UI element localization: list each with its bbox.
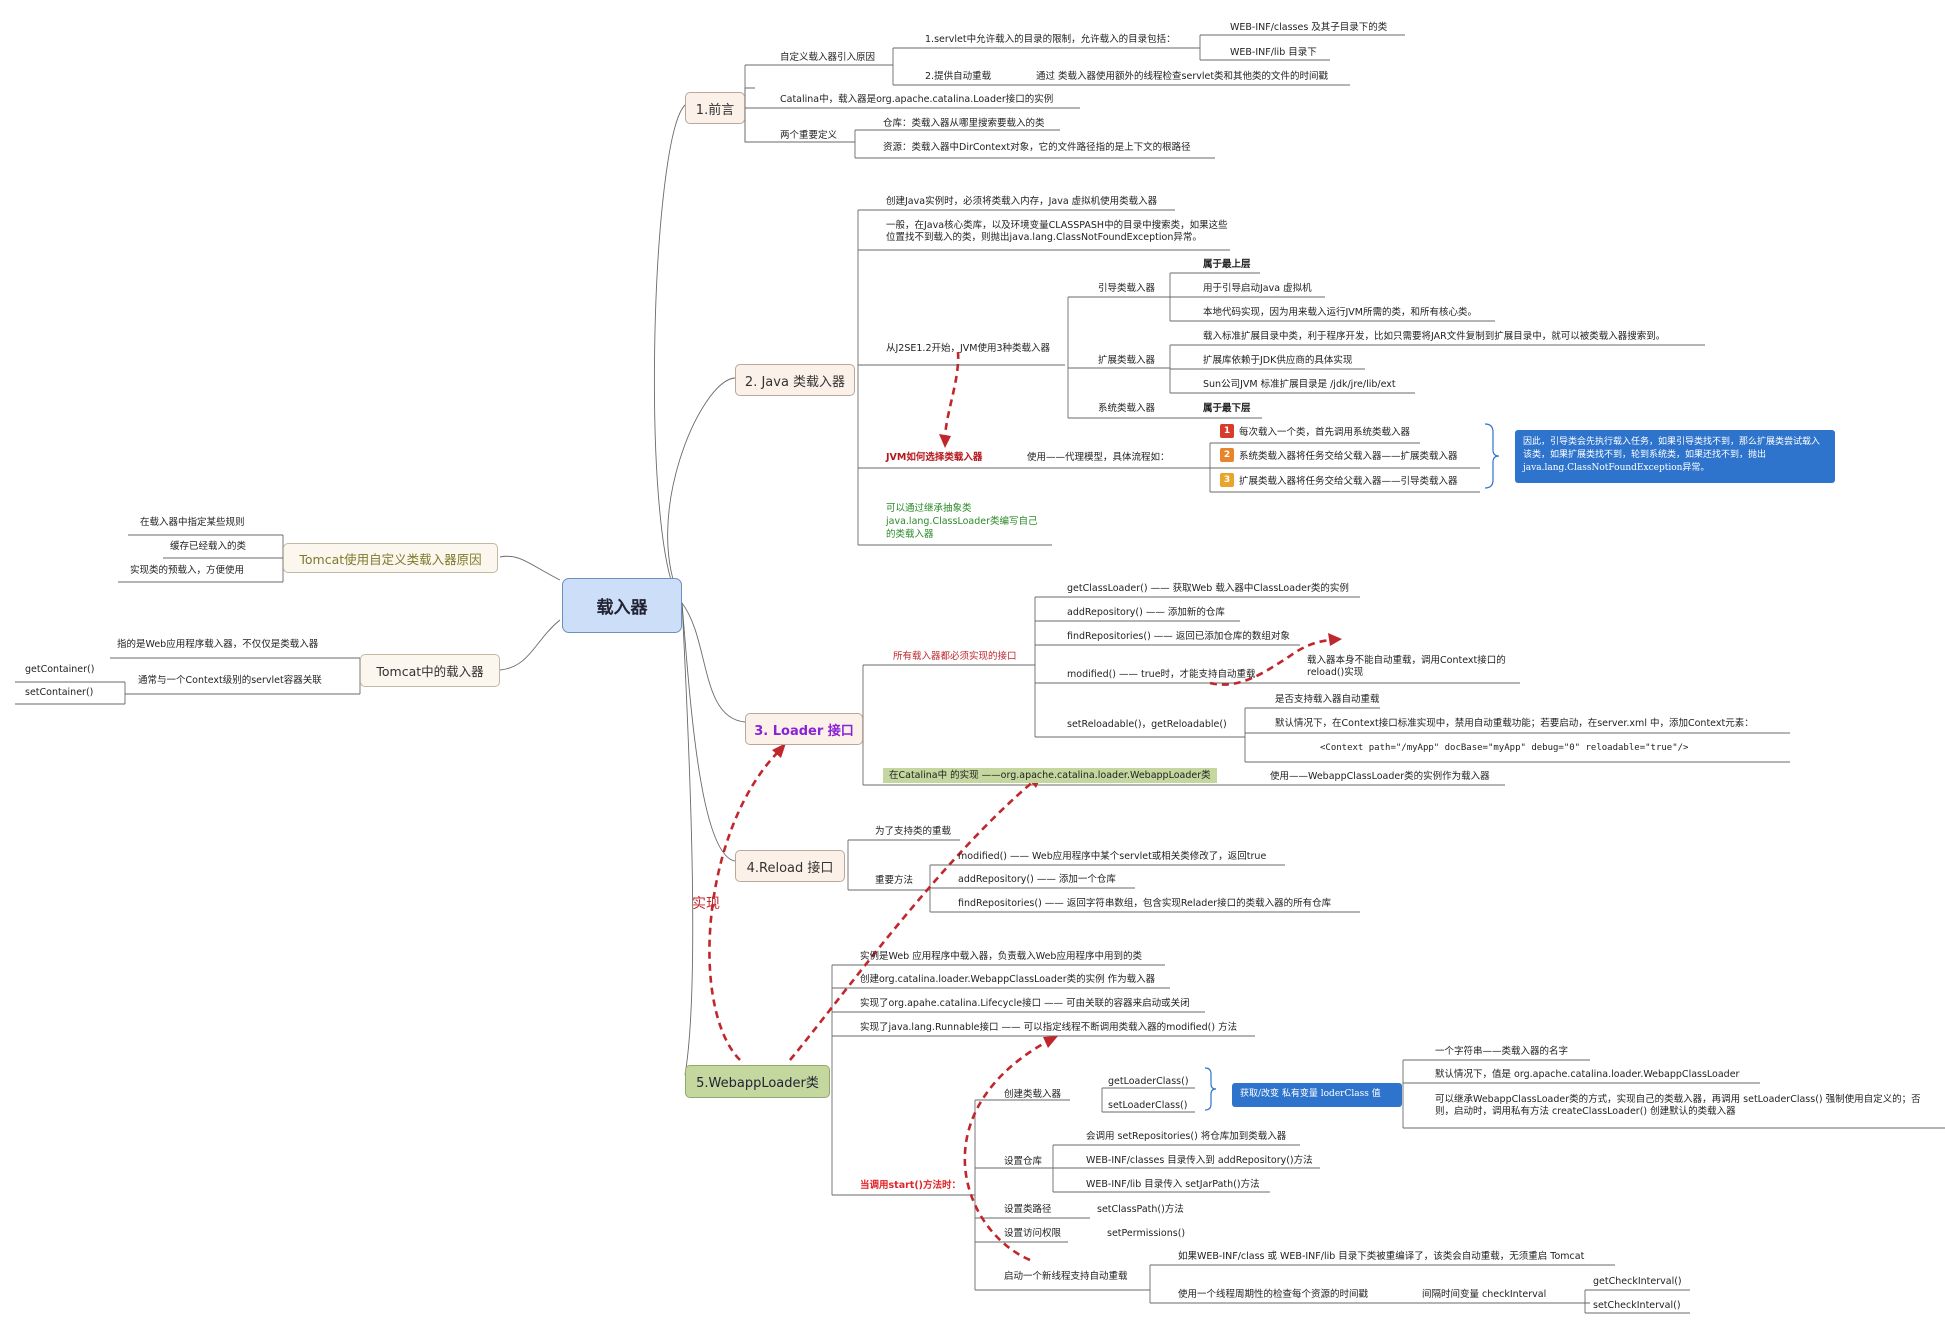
s5-th-3a: getCheckInterval() [1593,1276,1682,1287]
s5-lc1: 一个字符串——类载入器的名字 [1435,1046,1569,1057]
s1-r1: 1.servlet中允许载入的目录的限制，允许载入的目录包括： [925,34,1176,45]
s5-create: 创建类载入器 [1004,1089,1062,1100]
s5-get-loader: getLoaderClass() [1108,1076,1189,1087]
s2-ext-3: Sun公司JVM 标准扩展目录是 /jdk/jre/lib/ext [1203,379,1396,390]
s5-lc3: 可以继承WebappClassLoader类的方式，实现自己的类载入器，再调用 … [1435,1094,1921,1117]
s1-def-2: 资源：类载入器中DirContext对象，它的文件路径指的是上下文的根路径 [883,142,1191,153]
s2-boot-2: 用于引导启动Java 虚拟机 [1203,283,1312,294]
s1-reason: 自定义载入器引入原因 [780,52,876,63]
s1-def-1: 仓库：类载入器从哪里搜索要载入的类 [883,118,1045,129]
s3-m4: modified() —— true时，才能支持自动重载 [1067,669,1256,680]
s2-sys: 系统类载入器 [1098,403,1156,414]
s3-m3: findRepositories() —— 返回已添加仓库的数组对象 [1067,631,1290,642]
s5-repo: 设置仓库 [1004,1156,1043,1167]
s5-classpath: 设置类路径 [1004,1204,1052,1215]
s5-th-3b: setCheckInterval() [1593,1300,1681,1311]
tomcat-reason-node[interactable]: Tomcat使用自定义类载入器原因 [283,543,498,573]
s5-repo-2: WEB-INF/classes 目录传入到 addRepository()方法 [1086,1155,1313,1166]
s2-boot: 引导类载入器 [1098,283,1156,294]
s5-d: 实现了java.lang.Runnable接口 —— 可以指定线程不断调用类载入… [860,1022,1238,1033]
s5-repo-3: WEB-INF/lib 目录传入 setJarPath()方法 [1086,1179,1260,1190]
s3-m4-note: 载入器本身不能自动重载，调用Context接口的reload()实现 [1307,655,1506,678]
s1-r2: 2.提供自动重载 [925,71,992,82]
tomcat-reason-item-2: 缓存已经载入的类 [170,541,247,552]
s2-boot-3: 本地代码实现，因为用来载入运行JVM所需的类，和所有核心类。 [1203,307,1477,318]
s2-sys-1: 属于最下层 [1203,403,1251,414]
s4-a: 为了支持类的重载 [875,826,952,837]
section-2-node[interactable]: 2. Java 类载入器 [735,364,855,396]
s5-thread: 启动一个新线程支持自动重载 [1004,1271,1128,1282]
get-container-method: getContainer() [25,664,95,675]
set-container-method: setContainer() [25,687,94,698]
step-2-badge: 2 [1220,448,1234,462]
s3-m1: getClassLoader() —— 获取Web 载入器中ClassLoade… [1067,583,1349,594]
s4-b2: addRepository() —— 添加一个仓库 [958,874,1116,885]
step-1-badge: 1 [1220,424,1234,438]
tomcat-loader-item-2: 通常与一个Context级别的servlet容器关联 [138,675,322,686]
section-3-node[interactable]: 3. Loader 接口 [745,713,863,745]
s1-r2a: 通过 类载入器使用额外的线程检查servlet类和其他类的文件的时间戳 [1036,71,1329,82]
s5-th-3: 间隔时间变量 checkInterval [1422,1289,1547,1300]
section-5-node[interactable]: 5.WebappLoader类 [685,1065,830,1098]
section-4-node[interactable]: 4.Reload 接口 [735,850,845,882]
s1-defs: 两个重要定义 [780,130,838,141]
s2-callout: 因此，引导类会先执行载入任务，如果引导类找不到，那么扩展类尝试载入该类，如果扩展… [1515,430,1835,483]
s1-r1b: WEB-INF/lib 目录下 [1230,47,1317,58]
s2-ext: 扩展类载入器 [1098,355,1156,366]
s5-start: 当调用start()方法时： [860,1180,962,1191]
s5-a: 实例是Web 应用程序中载入器，负责载入Web应用程序中用到的类 [860,951,1142,962]
s5-perm: 设置访问权限 [1004,1228,1062,1239]
s2-inherit: 可以通过继承抽象类java.lang.ClassLoader类编写自己的类载入器 [886,503,1038,540]
s2-choose: JVM如何选择类载入器 [886,452,983,463]
s1-r1a: WEB-INF/classes 及其子目录下的类 [1230,22,1388,33]
s5-perm-1: setPermissions() [1107,1228,1186,1239]
tomcat-loader-node[interactable]: Tomcat中的载入器 [360,654,500,687]
s2-b: 一般，在Java核心类库，以及环境变量CLASSPASH中的目录中搜索类，如果这… [886,220,1228,243]
step-3-badge: 3 [1220,473,1234,487]
s2-step-3: 扩展类载入器将任务交给父载入器——引导类载入器 [1239,476,1458,487]
s5-repo-1: 会调用 setRepositories() 将仓库加到类载入器 [1086,1131,1287,1142]
s2-ext-1: 载入标准扩展目录中类，利于程序开发，比如只需要将JAR文件复制到扩展目录中，就可… [1203,331,1666,342]
s3-m5b: 默认情况下，在Context接口标准实现中，禁用自动重载功能；若要启动，在ser… [1275,718,1754,729]
s2-a: 创建Java实例时，必须将类载入内存，Java 虚拟机使用类载入器 [886,196,1158,207]
s2-boot-1: 属于最上层 [1203,259,1251,270]
s5-c: 实现了org.apahe.catalina.Lifecycle接口 —— 可由关… [860,998,1190,1009]
s3-must: 所有载入器都必须实现的接口 [893,651,1017,662]
root-node[interactable]: 载入器 [562,578,682,633]
s3-m5: setReloadable()，getReloadable() [1067,719,1227,730]
s4-b3: findRepositories() —— 返回字符串数组，包含实现Relade… [958,898,1332,909]
tomcat-reason-item-3: 实现类的预载入，方便使用 [130,565,245,576]
section-1-node[interactable]: 1.前言 [685,92,745,124]
s5-lc2: 默认情况下，值是 org.apache.catalina.loader.Weba… [1435,1069,1740,1080]
s5-th-2: 使用一个线程周期性的检查每个资源的时间戳 [1178,1289,1369,1300]
s5-classpath-1: setClassPath()方法 [1097,1204,1184,1215]
s3-impl-2: 使用——WebappClassLoader类的实例作为载入器 [1270,771,1490,782]
s3-impl: 在Catalina中 的实现 ——org.apache.catalina.loa… [883,768,1217,783]
tomcat-loader-item-1: 指的是Web应用程序载入器，不仅仅是类载入器 [117,639,319,650]
s3-m5c: <Context path="/myApp" docBase="myApp" d… [1320,743,1689,753]
s4-b: 重要方法 [875,875,914,886]
s2-step-1: 每次载入一个类，首先调用系统类载入器 [1239,427,1411,438]
implements-label: 实现 [692,896,720,912]
s2-ext-2: 扩展库依赖于JDK供应商的具体实现 [1203,355,1353,366]
s2-proxy: 使用——代理模型，具体流程如： [1027,452,1170,463]
s5-set-loader: setLoaderClass() [1108,1100,1188,1111]
s2-step-2: 系统类载入器将任务交给父载入器——扩展类载入器 [1239,451,1458,462]
s5-th-1: 如果WEB-INF/class 或 WEB-INF/lib 目录下类被重编译了，… [1178,1251,1585,1262]
s3-m2: addRepository() —— 添加新的仓库 [1067,607,1225,618]
s4-b1: modified() —— Web应用程序中某个servlet或相关类修改了，返… [958,851,1267,862]
s1-catalina: Catalina中，载入器是org.apache.catalina.Loader… [780,94,1054,105]
s2-c: 从J2SE1.2开始，JVM使用3种类载入器 [886,343,1051,354]
s5-callout: 获取/改变 私有变量 loderClass 值 [1232,1083,1402,1107]
s3-m5a: 是否支持载入器自动重载 [1275,694,1380,705]
tomcat-reason-item-1: 在载入器中指定某些规则 [140,517,245,528]
s5-b: 创建org.catalina.loader.WebappClassLoader类… [860,974,1156,985]
